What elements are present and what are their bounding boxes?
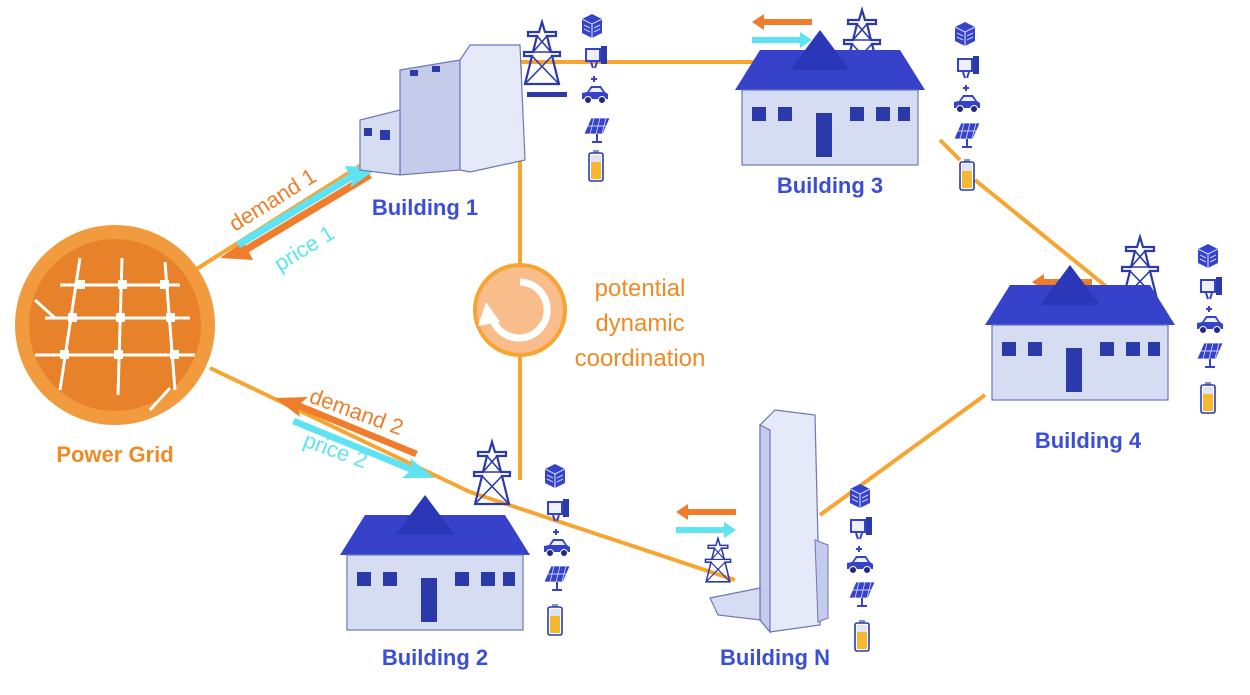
line-b2-to-bn <box>469 490 736 582</box>
exchange-arrows-b3 <box>752 14 812 48</box>
house-icon <box>339 494 531 631</box>
power-grid-icon <box>29 239 201 411</box>
solar-panel-icon <box>583 117 611 143</box>
line-b3-to-b4 <box>938 138 1120 298</box>
building-n-label: Building N <box>720 645 830 670</box>
computer-icon <box>584 45 608 69</box>
computer-icon <box>1199 276 1223 300</box>
line-b4-to-bn <box>818 393 987 517</box>
power-grid-label: Power Grid <box>56 442 173 467</box>
electric-vehicle-icon <box>543 528 571 558</box>
refresh-cycle-icon <box>478 278 551 342</box>
coordination-line1: potential <box>595 275 686 302</box>
solar-panel-icon <box>543 565 571 591</box>
computer-icon <box>956 55 980 79</box>
hvac-unit-icon <box>1197 243 1219 269</box>
grid-nodes <box>60 280 179 359</box>
coordination-line3: coordination <box>575 345 706 372</box>
house-icon <box>984 264 1176 401</box>
coordination-node[interactable]: potential dynamic coordination <box>473 263 706 372</box>
battery-icon <box>547 603 563 636</box>
house-icon <box>734 29 926 166</box>
demand1-arrow <box>220 172 372 260</box>
hvac-unit-icon <box>581 13 603 39</box>
building-3-label: Building 3 <box>777 173 883 198</box>
hvac-unit-icon <box>849 483 871 509</box>
demand2-arrow <box>275 397 418 457</box>
building-1[interactable]: Building 1 <box>359 13 611 220</box>
battery-icon <box>588 149 604 182</box>
exchange-arrows-bn <box>676 504 736 538</box>
battery-icon <box>1200 381 1216 414</box>
hvac-unit-icon <box>544 463 566 489</box>
battery-icon <box>854 619 870 652</box>
solar-panel-icon <box>848 581 876 607</box>
building-4-label: Building 4 <box>1035 428 1142 453</box>
electric-vehicle-icon <box>953 84 981 114</box>
solar-panel-icon <box>953 122 981 148</box>
computer-icon <box>849 516 873 540</box>
electric-vehicle-icon <box>846 545 874 575</box>
tower-building-icon <box>709 409 829 634</box>
transmission-tower-icon <box>522 20 562 86</box>
electric-vehicle-icon <box>581 75 609 105</box>
price1-arrow <box>236 166 378 248</box>
power-grid-node[interactable]: Power Grid <box>15 225 215 467</box>
office-building-icon <box>359 44 526 176</box>
solar-panel-icon <box>1196 342 1224 368</box>
electric-vehicle-icon <box>1196 305 1224 335</box>
building-2-label: Building 2 <box>382 645 488 670</box>
battery-icon <box>959 158 975 191</box>
line-grid-to-building2 <box>209 366 471 494</box>
building-4[interactable]: Building 4 <box>984 235 1224 453</box>
coordination-line2: dynamic <box>595 310 684 337</box>
building-3[interactable]: Building 3 <box>734 8 981 198</box>
building-n[interactable]: Building N <box>676 409 876 670</box>
flow-arrows-1: demand 1 price 1 <box>220 163 378 276</box>
price2-arrow <box>292 418 435 478</box>
building-2[interactable]: Building 2 <box>339 440 571 670</box>
building-1-label: Building 1 <box>372 195 478 220</box>
hvac-unit-icon <box>954 21 976 47</box>
